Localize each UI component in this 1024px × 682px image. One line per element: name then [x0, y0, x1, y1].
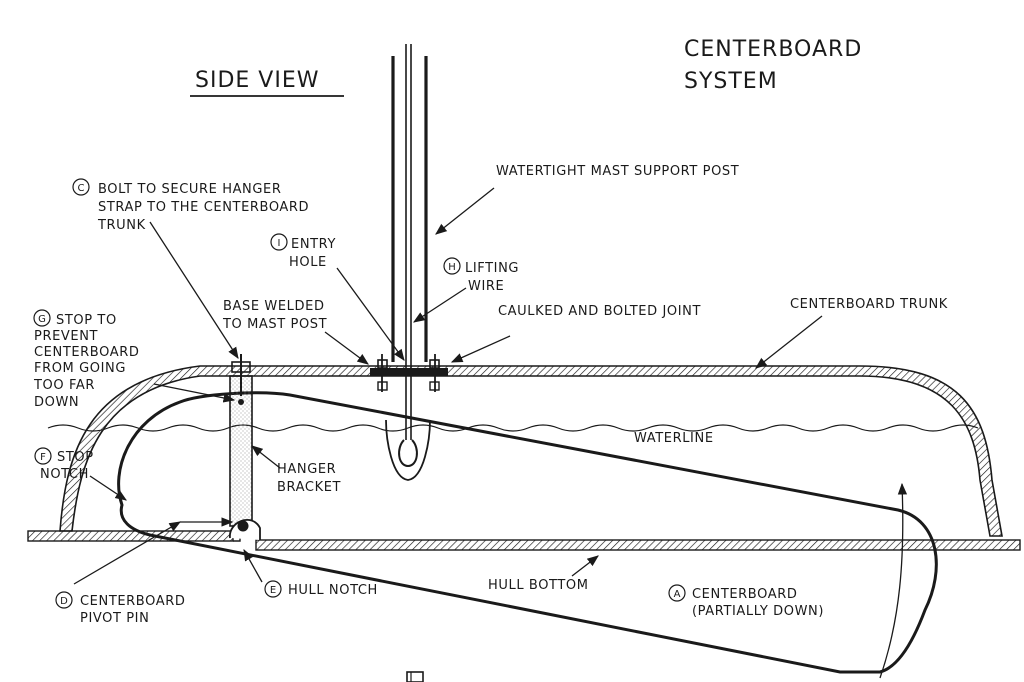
entry-hole-pocket: [385, 419, 431, 481]
arrow-stop-notch: [89, 475, 127, 501]
letter-circle-i: [270, 233, 288, 251]
label-stop-g-6: DOWN: [34, 395, 79, 410]
label-entry-hole-1: ENTRY: [291, 237, 336, 252]
hanger-bolt: [231, 354, 251, 405]
label-stop-g-4: FROM GOING: [34, 361, 126, 376]
arrow-hull-bottom: [571, 555, 599, 577]
arrow-entry-hole: [336, 267, 405, 361]
mast-support-post: [391, 56, 428, 362]
letter-d: D: [60, 596, 68, 607]
label-stop-g-3: CENTERBOARD: [34, 345, 139, 360]
label-waterline: WATERLINE: [634, 431, 714, 446]
letter-circle-g: [33, 309, 51, 327]
centerboard-shape: [117, 391, 938, 674]
label-pivot-pin-1: CENTERBOARD: [80, 594, 185, 609]
arrow-mast-post: [435, 187, 495, 235]
arrow-stop-g: [153, 383, 236, 403]
centerboard-trunk: [59, 365, 1003, 537]
hull-bottom-plank: [27, 530, 1021, 551]
bottom-fitting: [406, 671, 424, 682]
label-stop-g-1: STOP TO: [56, 313, 117, 328]
letter-circle-d: [55, 591, 73, 609]
arrow-hull-notch: [243, 548, 263, 583]
waterline-wave: [47, 424, 979, 432]
label-hanger-bracket-1: HANGER: [277, 462, 336, 477]
letter-g: G: [38, 314, 46, 325]
lifting-wire: [398, 44, 418, 468]
title-line-2: SYSTEM: [684, 69, 778, 94]
letter-i: I: [278, 238, 281, 249]
hanger-bracket-strap: [229, 375, 253, 527]
label-stop-notch-1: STOP: [57, 450, 94, 465]
letter-circle-h: [443, 257, 461, 275]
label-bolt-c-1: BOLT TO SECURE HANGER: [98, 182, 282, 197]
arrow-base-welded: [324, 331, 369, 365]
label-lifting-wire-2: WIRE: [468, 279, 504, 294]
label-pivot-pin-2: PIVOT PIN: [80, 611, 149, 626]
mast-base-plate: [370, 354, 448, 392]
label-hanger-bracket-2: BRACKET: [277, 480, 341, 495]
title-line-1: CENTERBOARD: [684, 37, 862, 62]
letter-f: F: [40, 452, 46, 463]
letter-a: A: [674, 589, 681, 600]
label-centerboard-2: (PARTIALLY DOWN): [692, 604, 824, 619]
arrow-pivot-pin: [73, 521, 182, 585]
label-trunk: CENTERBOARD TRUNK: [790, 297, 948, 312]
label-stop-g-5: TOO FAR: [33, 378, 95, 393]
label-hull-notch: HULL NOTCH: [288, 583, 378, 598]
label-lifting-wire-1: LIFTING: [465, 261, 519, 276]
arrow-caulked-joint: [450, 335, 511, 363]
letter-circle-e: [264, 580, 282, 598]
arrow-hanger-bracket: [251, 445, 281, 469]
label-stop-notch-2: NOTCH: [40, 467, 89, 482]
label-stop-g-2: PREVENT: [34, 329, 98, 344]
arrow-lifting-wire: [413, 287, 467, 323]
label-hull-bottom: HULL BOTTOM: [488, 578, 589, 593]
label-caulked-joint: CAULKED AND BOLTED JOINT: [498, 304, 701, 319]
label-base-welded-1: BASE WELDED: [223, 299, 325, 314]
letter-circle-c: [72, 178, 90, 196]
letter-circle-f: [34, 447, 52, 465]
label-mast-post: WATERTIGHT MAST SUPPORT POST: [496, 164, 739, 179]
letter-e: E: [270, 585, 276, 596]
label-entry-hole-2: HOLE: [289, 255, 327, 270]
letter-c: C: [78, 183, 85, 194]
pivot-pin: [229, 519, 261, 540]
letter-circle-a: [668, 584, 686, 602]
side-view-label: SIDE VIEW: [195, 68, 319, 93]
label-base-welded-2: TO MAST POST: [222, 317, 327, 332]
label-centerboard-1: CENTERBOARD: [692, 587, 797, 602]
arrow-bolt-c: [149, 221, 239, 359]
arrow-centerboard-swing: [879, 482, 908, 679]
arrow-trunk: [755, 315, 823, 369]
label-bolt-c-3: TRUNK: [97, 218, 146, 233]
letter-h: H: [448, 262, 456, 273]
label-bolt-c-2: STRAP TO THE CENTERBOARD: [98, 200, 309, 215]
